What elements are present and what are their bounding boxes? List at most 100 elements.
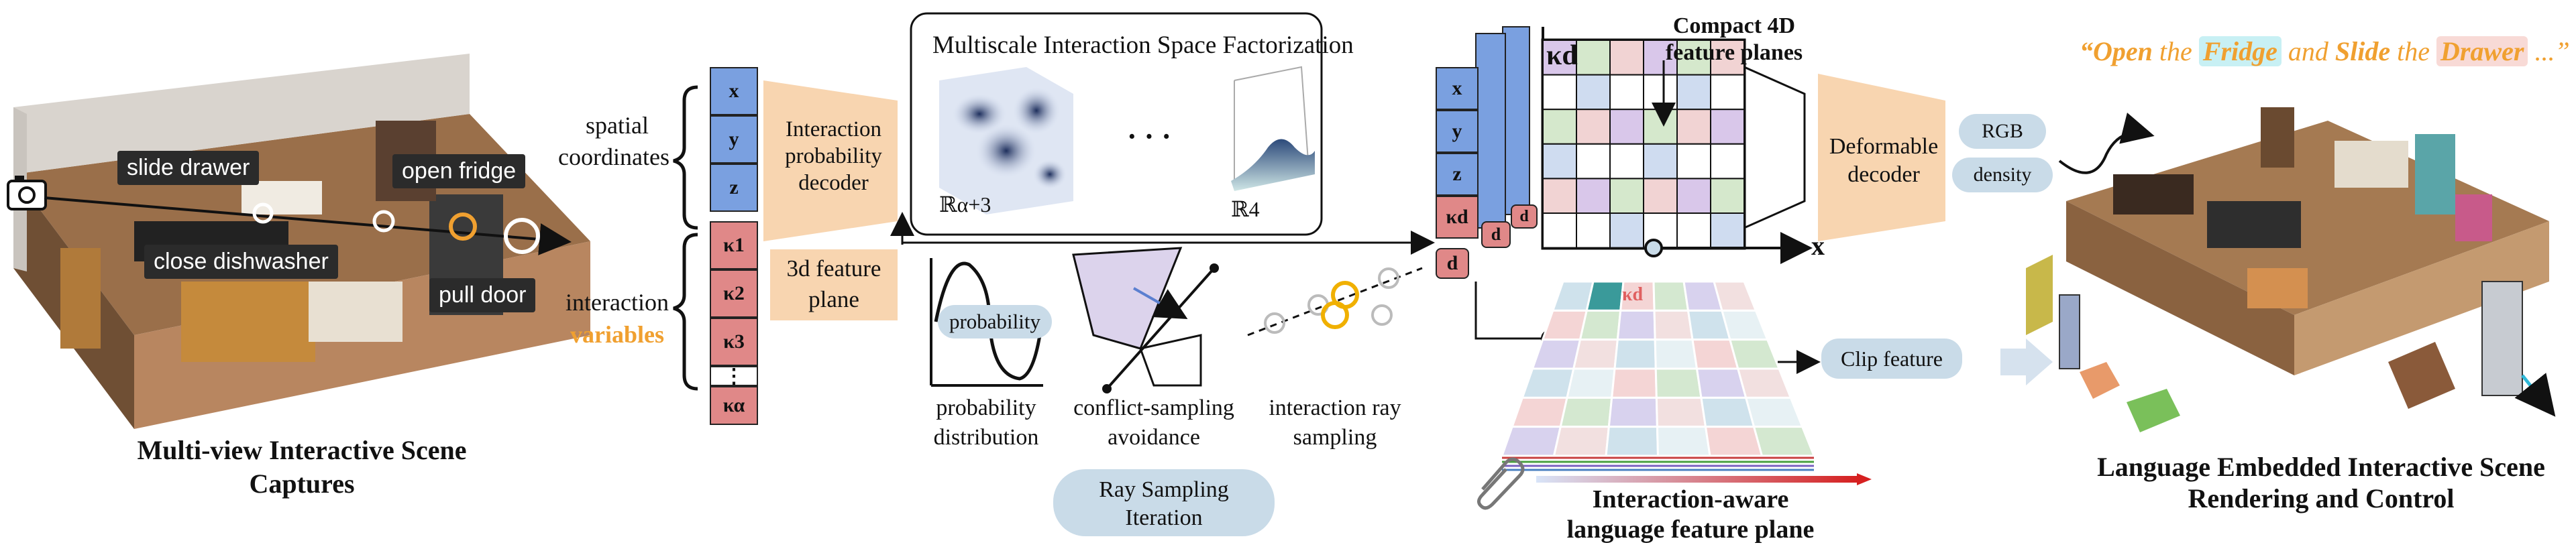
quote-the-2: the (2390, 36, 2436, 66)
feature-plane-3d-line1: 3d feature (786, 255, 881, 282)
language-grid-cell (1541, 309, 1589, 341)
ray-sampling-illustration (1247, 267, 1423, 336)
stack-cell-z: z (1436, 153, 1479, 196)
exploded-fridge (2481, 281, 2556, 417)
grid4d-cell (1609, 143, 1644, 180)
grid4d-cell (1542, 74, 1577, 111)
right-scene-render (2066, 107, 2549, 375)
surface-plot (1231, 66, 1315, 191)
compact-4d-cells (1542, 40, 1745, 249)
quote-word-fridge: Fridge (2198, 36, 2282, 66)
compact-planes-title-line1: Compact 4D (1672, 13, 1796, 38)
grid4d-cell (1676, 212, 1711, 249)
grid4d-cell (1609, 212, 1644, 249)
language-grid-cell (1585, 280, 1625, 312)
kappa-axis-label: κd (1546, 40, 1578, 71)
ray-caption-line2: sampling (1293, 425, 1377, 450)
iteration-line1: Ray Sampling (1099, 477, 1229, 502)
grid4d-cell (1710, 143, 1745, 180)
deformable-line2: decoder (1847, 162, 1920, 187)
grid4d-cell (1643, 40, 1678, 76)
conflict-avoidance-illustration (1072, 247, 1219, 393)
grid4d-cell (1710, 178, 1745, 214)
language-feature-grid (1500, 280, 1816, 471)
factorization-title: Multiscale Interaction Space Factorizati… (932, 32, 1354, 59)
brace-spatial (673, 85, 698, 230)
language-grid-cell (1656, 426, 1711, 457)
language-grid-cell (1605, 426, 1660, 457)
spatial-label-line2: coordinates (558, 143, 669, 170)
language-grid-cell (1552, 426, 1610, 457)
language-grid-cell (1613, 339, 1657, 370)
stack-to-language-line (1474, 282, 1550, 340)
grid4d-cell (1609, 109, 1644, 145)
quote-open-mark: “ (2080, 36, 2093, 66)
input-cell-x: x (710, 67, 758, 115)
language-grid-cell (1736, 367, 1792, 399)
language-grid-cell (1744, 396, 1804, 428)
grid4d-cell (1710, 74, 1745, 111)
grid4d-cell (1576, 178, 1611, 214)
x-axis-label: x (1811, 231, 1825, 261)
language-grid-cell (1531, 339, 1582, 370)
language-grid-cell (1752, 426, 1816, 457)
stack-d-label-2: d (1481, 221, 1511, 248)
language-grid-cell (1566, 367, 1616, 399)
language-grid-cell (1578, 309, 1622, 341)
cube-plot (939, 67, 1073, 214)
grid4d-cell (1710, 212, 1745, 249)
deformable-decoder-shape (1818, 74, 1945, 241)
input-cell-k3: κ3 (710, 318, 758, 366)
language-grid-cell (1654, 339, 1699, 370)
language-grid-cell (1616, 309, 1656, 341)
grid4d-cell (1676, 109, 1711, 145)
exploded-dishwasher (2127, 389, 2180, 432)
language-grid-cell (1652, 280, 1690, 312)
spatial-label-line1: spatial (586, 112, 649, 139)
grid4d-cell (1676, 178, 1711, 214)
density-pill: density (1952, 158, 2053, 192)
grid4d-cell (1676, 143, 1711, 180)
feature-plane-3d-line2: plane (808, 286, 859, 312)
grid4d-cell (1643, 109, 1678, 145)
language-grid-cell (1500, 426, 1562, 457)
right-caption-line1: Language Embedded Interactive Scene (2097, 452, 2545, 482)
decoder-line1: Interaction (786, 117, 881, 141)
camera-ray (44, 196, 572, 255)
prob-caption-line1: probability (936, 395, 1036, 420)
output-curve-arrow (2058, 113, 2155, 174)
tag-open-fridge: open fridge (392, 154, 526, 188)
grid4d-cell (1643, 178, 1678, 214)
language-caption-line2: language feature plane (1566, 515, 1815, 544)
language-grid-cell (1654, 367, 1703, 399)
grid4d-cell (1542, 212, 1577, 249)
left-caption-line1: Multi-view Interactive Scene (137, 435, 467, 465)
ray-point-1 (252, 202, 274, 224)
iteration-line2: Iteration (1125, 505, 1203, 530)
quote-and: and (2281, 36, 2335, 66)
ray-point-2 (372, 210, 395, 233)
exploded-drawer (2080, 362, 2120, 399)
surface-space-label: ℝ4 (1231, 197, 1260, 221)
language-grid-cell (1713, 280, 1758, 312)
stack-d-label-3: d (1511, 204, 1538, 229)
language-gradient-bar (1536, 476, 1858, 483)
grid4d-cell (1542, 109, 1577, 145)
grid4d-cell (1542, 143, 1577, 180)
brace-interaction (673, 233, 698, 391)
conflict-caption-line1: conflict-sampling (1073, 395, 1234, 420)
cube-space-label: ℝα+3 (939, 192, 991, 217)
language-grid-cell (1700, 396, 1756, 428)
conflict-caption-line2: avoidance (1108, 425, 1200, 450)
grid4d-cell (1710, 40, 1745, 76)
language-grid-cell (1704, 426, 1764, 457)
tag-slide-drawer: slide drawer (117, 151, 260, 185)
ray-caption-line1: interaction ray (1269, 395, 1401, 420)
stack-layer-back-2 (1475, 33, 1506, 229)
grid4d-cell (1643, 74, 1678, 111)
tag-close-dishwasher: close dishwasher (144, 245, 338, 279)
decoder-shape (763, 80, 898, 241)
grid4d-cell (1542, 40, 1577, 76)
gradient-arrowhead (1857, 473, 1872, 485)
